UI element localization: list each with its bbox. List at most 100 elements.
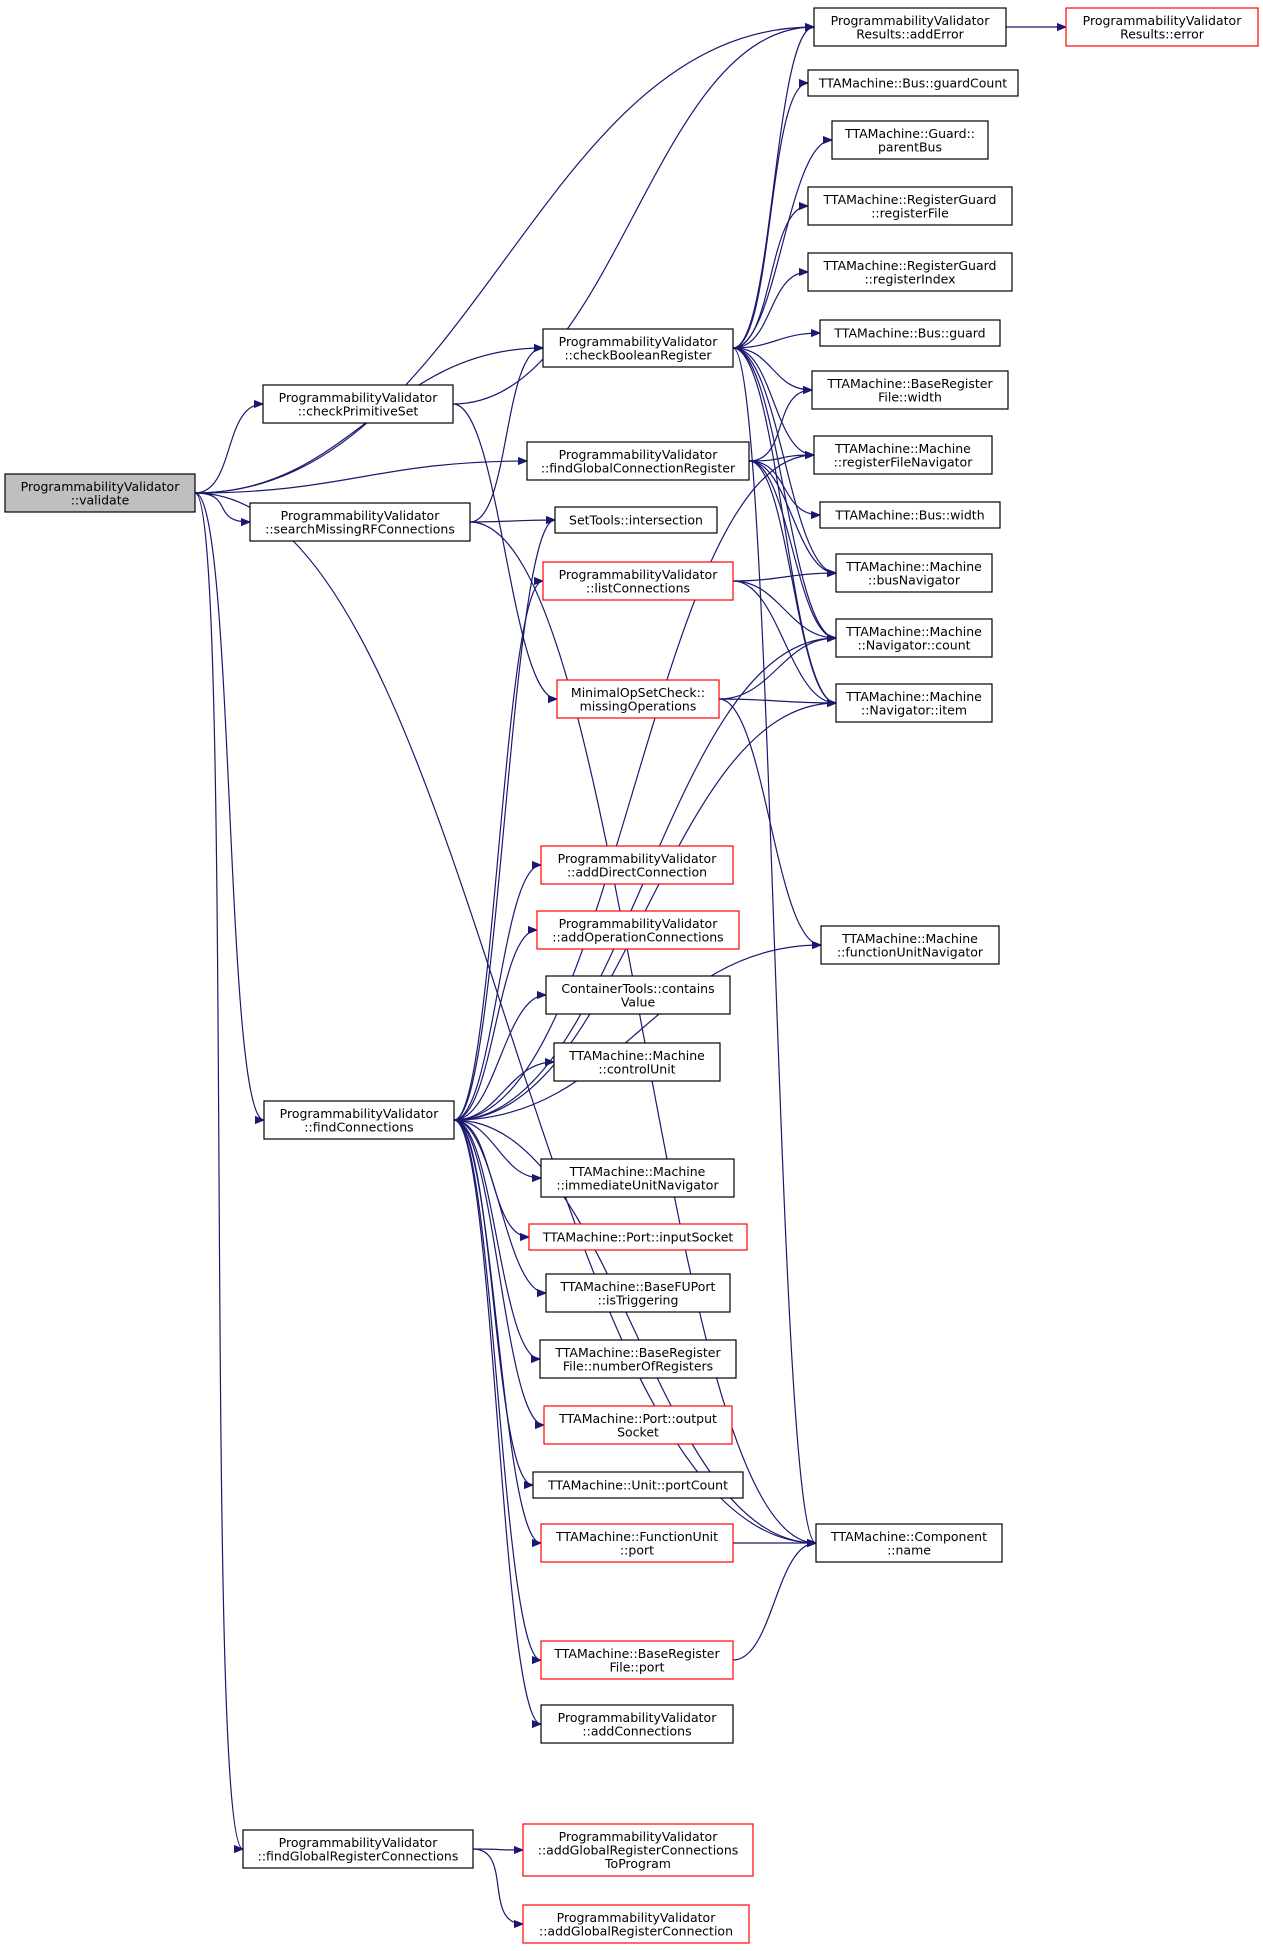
node-label: File::width: [878, 389, 942, 404]
edge-findConnections-to-outputSocket: [453, 1119, 545, 1425]
node-guardParentBus[interactable]: TTAMachine::Guard::parentBus: [831, 120, 989, 160]
edge-findGlobalRegConnections-to-addGlobalRegConnection: [472, 1848, 523, 1924]
edge-validate-to-checkPrimitiveSet: [194, 404, 263, 494]
node-numberOfRegisters[interactable]: TTAMachine::BaseRegisterFile::numberOfRe…: [539, 1339, 737, 1379]
edge-checkBooleanRegister-to-busGuard: [732, 333, 820, 349]
node-validate[interactable]: ProgrammabilityValidator::validate: [4, 473, 196, 513]
node-box: [807, 69, 1019, 97]
node-navCount[interactable]: TTAMachine::Machine::Navigator::count: [835, 618, 993, 658]
node-box: [540, 1640, 734, 1680]
node-box: [526, 441, 750, 481]
node-label: ProgrammabilityValidator: [557, 1910, 717, 1925]
node-label: TTAMachine::Unit::portCount: [547, 1478, 728, 1493]
node-label: TTAMachine::BaseRegister: [554, 1345, 721, 1360]
node-busGuardCount[interactable]: TTAMachine::Bus::guardCount: [807, 69, 1019, 97]
edge-listConnections-to-navItem: [732, 580, 836, 703]
node-navItem[interactable]: TTAMachine::Machine::Navigator::item: [835, 683, 993, 723]
edge-checkBooleanRegister-to-addError: [732, 27, 815, 349]
node-label: TTAMachine::Machine: [841, 931, 978, 946]
node-label: TTAMachine::Port::output: [558, 1411, 717, 1426]
node-fuNavigator[interactable]: TTAMachine::Machine::functionUnitNavigat…: [820, 925, 1000, 965]
node-box: [831, 120, 989, 160]
edge-checkBooleanRegister-to-regFileNavigator: [732, 347, 814, 455]
node-busWidth[interactable]: TTAMachine::Bus::width: [819, 501, 1001, 529]
node-label: ::registerFile: [871, 205, 949, 220]
node-immediateUnitNavigator[interactable]: TTAMachine::Machine::immediateUnitNaviga…: [540, 1158, 735, 1198]
node-box: [249, 502, 471, 542]
node-label: TTAMachine::BaseRegister: [826, 376, 993, 391]
node-label: ::registerIndex: [864, 271, 955, 286]
node-label: ProgrammabilityValidator: [559, 567, 719, 582]
node-label: ::addGlobalRegisterConnection: [539, 1923, 733, 1938]
edge-listConnections-to-busNavigator: [732, 573, 836, 582]
node-label: TTAMachine::Component: [830, 1529, 987, 1544]
edge-validate-to-findGlobalConnectionRegister: [194, 461, 527, 494]
node-label: Socket: [617, 1424, 659, 1439]
node-inputSocket[interactable]: TTAMachine::Port::inputSocket: [528, 1223, 748, 1251]
node-addError[interactable]: ProgrammabilityValidatorResults::addErro…: [813, 7, 1007, 47]
node-addDirectConnection[interactable]: ProgrammabilityValidator::addDirectConne…: [540, 845, 734, 885]
node-label: TTAMachine::Machine: [845, 689, 982, 704]
node-addOperationConnections[interactable]: ProgrammabilityValidator::addOperationCo…: [536, 910, 740, 950]
edge-findGlobalConnectionRegister-to-baseRegFileWidth: [748, 390, 812, 462]
edge-validate-to-findConnections: [194, 492, 265, 1120]
node-box: [536, 910, 740, 950]
node-label: TTAMachine::RegisterGuard: [823, 192, 997, 207]
node-componentName[interactable]: TTAMachine::Component::name: [815, 1523, 1003, 1563]
node-addConnections[interactable]: ProgrammabilityValidator::addConnections: [540, 1704, 734, 1744]
node-findGlobalConnectionRegister[interactable]: ProgrammabilityValidator::findGlobalConn…: [526, 441, 750, 481]
node-box: [539, 1339, 737, 1379]
node-regGuardIndex[interactable]: TTAMachine::RegisterGuard::registerIndex: [807, 252, 1013, 292]
edge-findConnections-to-containsValue: [453, 995, 546, 1121]
node-intersection[interactable]: SetTools::intersection: [554, 506, 718, 534]
node-box: [835, 683, 993, 723]
node-regFileNavigator[interactable]: TTAMachine::Machine::registerFileNavigat…: [813, 435, 993, 475]
node-listConnections[interactable]: ProgrammabilityValidator::listConnection…: [542, 561, 734, 601]
node-label: TTAMachine::Guard::: [844, 126, 975, 141]
node-box: [835, 553, 993, 593]
node-label: ProgrammabilityValidator: [281, 508, 441, 523]
node-missingOperations[interactable]: MinimalOpSetCheck::missingOperations: [556, 679, 720, 719]
node-box: [811, 370, 1009, 410]
node-busNavigator[interactable]: TTAMachine::Machine::busNavigator: [835, 553, 993, 593]
node-label: ::Navigator::item: [861, 702, 967, 717]
node-addGlobalRegConnection[interactable]: ProgrammabilityValidator::addGlobalRegis…: [522, 1904, 750, 1944]
node-box: [813, 7, 1007, 47]
node-box: [554, 506, 718, 534]
node-label: ContainerTools::contains: [561, 981, 714, 996]
node-checkPrimitiveSet[interactable]: ProgrammabilityValidator::checkPrimitive…: [262, 384, 454, 424]
node-portCount[interactable]: TTAMachine::Unit::portCount: [532, 1471, 744, 1499]
node-searchMissingRF[interactable]: ProgrammabilityValidator::searchMissingR…: [249, 502, 471, 542]
nodes-layer: ProgrammabilityValidator::validateProgra…: [4, 7, 1259, 1944]
node-controlUnit[interactable]: TTAMachine::Machine::controlUnit: [553, 1042, 721, 1082]
node-label: ::findGlobalConnectionRegister: [541, 460, 736, 475]
node-box: [522, 1823, 754, 1877]
node-label: Value: [621, 994, 656, 1009]
node-label: ProgrammabilityValidator: [559, 916, 719, 931]
node-label: TTAMachine::Bus::guardCount: [818, 76, 1007, 91]
node-isTriggering[interactable]: TTAMachine::BaseFUPort::isTriggering: [545, 1273, 731, 1313]
node-label: ProgrammabilityValidator: [279, 390, 439, 405]
node-busGuard[interactable]: TTAMachine::Bus::guard: [819, 319, 1001, 347]
edge-validate-to-componentName: [194, 492, 816, 1543]
node-box: [540, 1704, 734, 1744]
node-fuPort[interactable]: TTAMachine::FunctionUnit::port: [540, 1523, 734, 1563]
node-checkBooleanRegister[interactable]: ProgrammabilityValidator::checkBooleanRe…: [542, 328, 734, 368]
node-findGlobalRegConnections[interactable]: ProgrammabilityValidator::findGlobalRegi…: [242, 1829, 474, 1869]
edge-findConnections-to-immediateUnitNavigator: [453, 1119, 541, 1178]
node-box: [262, 384, 454, 424]
node-label: ProgrammabilityValidator: [559, 447, 719, 462]
node-findConnections[interactable]: ProgrammabilityValidator::findConnection…: [263, 1100, 455, 1140]
edge-searchMissingRF-to-componentName: [469, 521, 816, 1543]
edge-searchMissingRF-to-intersection: [469, 520, 555, 522]
node-addGlobalRegConnToProgram[interactable]: ProgrammabilityValidator::addGlobalRegis…: [522, 1823, 754, 1877]
node-label: ::controlUnit: [598, 1061, 675, 1076]
node-label: ::checkPrimitiveSet: [298, 403, 419, 418]
node-regGuardFile[interactable]: TTAMachine::RegisterGuard::registerFile: [807, 186, 1013, 226]
